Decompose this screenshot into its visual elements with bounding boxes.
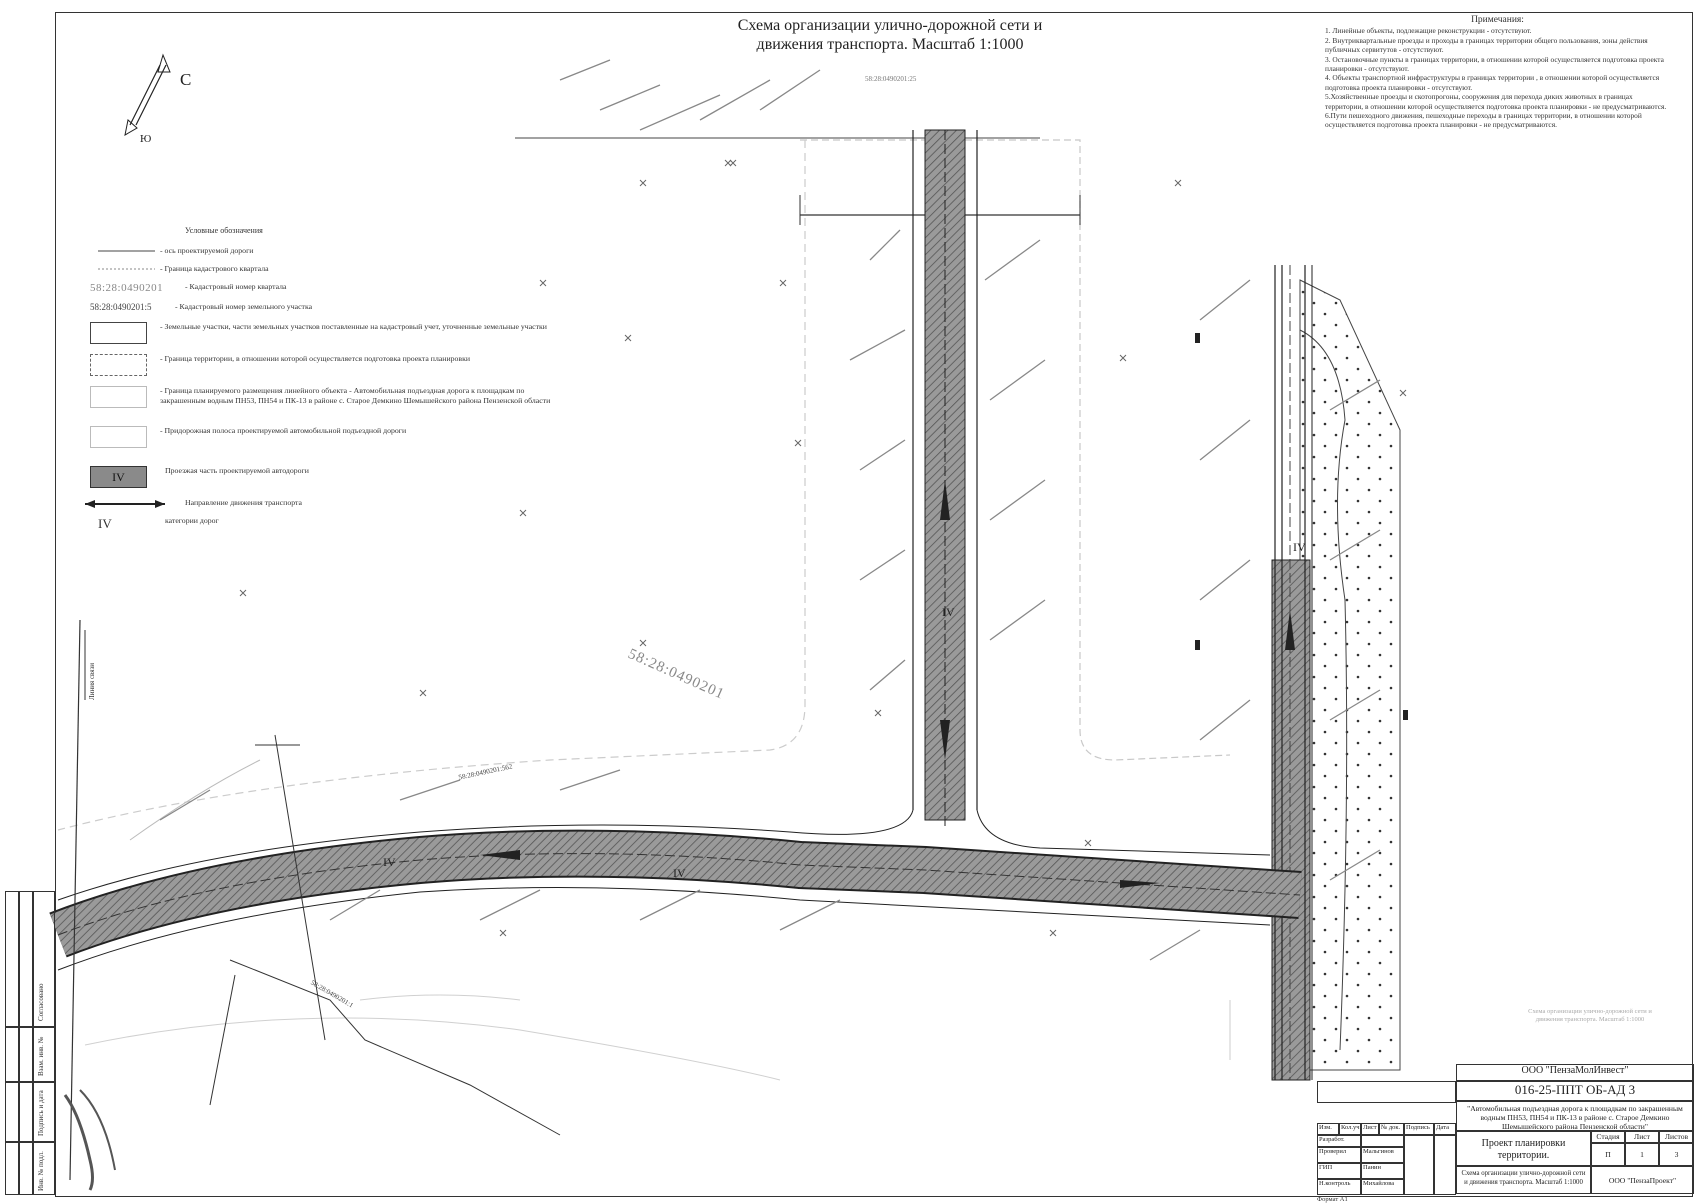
legend-swatch [90, 426, 147, 448]
grid-dates [1434, 1135, 1456, 1195]
drawing-frame [55, 12, 1693, 1197]
side-strip-col [33, 891, 55, 1195]
compass-south-label: Ю [140, 133, 152, 145]
title-block: ООО "ПензаМолИнвест" 016-25-ППТ ОБ-АД 3 … [1317, 1064, 1694, 1194]
legend-swatch [90, 354, 147, 376]
side-strip-col [5, 891, 19, 1195]
legend-label: категории дорог [165, 516, 219, 525]
grid-role-name: Михайлова [1361, 1179, 1404, 1195]
side-strip-label: Инв. № подл. [37, 1151, 45, 1191]
title-org: ООО "ПензаПроект" [1591, 1166, 1694, 1194]
side-strip-label: Согласовано [37, 983, 45, 1021]
side-strip-label: Подпись и дата [37, 1090, 45, 1136]
note-item: 1. Линейные объекты, подлежащие реконстр… [1325, 26, 1532, 36]
legend-label: - ось проектируемой дороги [160, 246, 254, 255]
grid-col-header: Кол.уч. [1339, 1123, 1361, 1135]
grid-col-header: Изм. [1317, 1123, 1339, 1135]
side-strip-divider [5, 1141, 55, 1143]
title-project-desc: "Автомобильная подъездная дорога к площа… [1456, 1101, 1694, 1131]
title-code: 016-25-ППТ ОБ-АД 3 [1456, 1081, 1694, 1101]
note-item: 2. Внутриквартальные проезды и проходы в… [1325, 35, 1648, 55]
grid-col-header: Дата [1434, 1123, 1456, 1135]
title-sheets-value: 3 [1659, 1143, 1694, 1166]
legend-symbol-parcel: 58:28:0490201:5 [90, 302, 152, 312]
title-company: ООО "ПензаМолИнвест" [1456, 1064, 1694, 1081]
title-stage-header: Стадия [1591, 1131, 1625, 1143]
legend-label: - Земельные участки, части земельных уча… [160, 322, 547, 331]
legend-header: Условные обозначения [185, 226, 263, 235]
title-sheet-title: Проект планировки территории. [1456, 1131, 1591, 1166]
link-line-label: Линия связи [88, 662, 96, 700]
legend-label: - Придорожная полоса проектируемой автом… [160, 426, 407, 435]
side-strip-divider [5, 1026, 55, 1028]
title-sheet-title-2: территории. [1497, 1150, 1550, 1161]
legend-swatch-road: IV [90, 466, 147, 488]
road-category-label: IV [383, 855, 396, 869]
legend-symbol-category: IV [98, 516, 112, 531]
title-block-grid: Изм. Кол.уч. Лист № док. Подпись Дата Ра… [1317, 1081, 1456, 1195]
legend-label: Проезжая часть проектируемой автодороги [165, 466, 309, 475]
grid-cell-empty [1317, 1081, 1456, 1103]
legend-label: - Граница кадастрового квартала [160, 264, 269, 273]
title-sheets-header: Листов [1659, 1131, 1694, 1143]
grid-signatures [1404, 1135, 1434, 1195]
road-category-label: IV [1293, 540, 1306, 554]
side-strip-label: Взам. инв. № [37, 1036, 45, 1076]
notes-block: Примечания: 1. Линейные объекты, подлежа… [1325, 15, 1670, 130]
legend-swatch [90, 322, 147, 344]
grid-role: ГИП [1317, 1163, 1361, 1179]
title-sheet-value: 1 [1625, 1143, 1659, 1166]
legend-label: - Кадастровый номер земельного участка [175, 302, 313, 311]
grid-col-header: Подпись [1404, 1123, 1434, 1135]
drawing-title-line2: движения транспорта. Масштаб 1:1000 [756, 36, 1024, 53]
legend-label: - Граница планируемого размещения линейн… [160, 386, 551, 405]
title-scheme-desc: Схема организации улично-дорожной сети и… [1456, 1166, 1591, 1194]
planning-boundary [800, 139, 1231, 761]
title-sheet-header: Лист [1625, 1131, 1659, 1143]
grid-role: Н.контроль [1317, 1179, 1361, 1195]
legend-label: - Кадастровый номер квартала [185, 282, 287, 291]
note-item: 3. Остановочные пункты в границах террит… [1325, 54, 1664, 74]
grid-col-header: № док. [1379, 1123, 1404, 1135]
compass-north-label: С [180, 70, 192, 89]
grid-role-name [1361, 1135, 1404, 1147]
north-parcel-label: 58:28:0490201:25 [865, 75, 917, 83]
note-item: 5.Хозяйственные проезды и скотопрогоны, … [1325, 92, 1667, 111]
grid-role: Разработ. [1317, 1135, 1361, 1147]
side-strip-divider [5, 1081, 55, 1083]
title-stage-value: П [1591, 1143, 1625, 1166]
drawing-title: Схема организации улично-дорожной сети и… [700, 16, 1080, 54]
note-item: 4. Объекты транспортной инфраструктуры в… [1325, 73, 1660, 92]
note-item: 6.Пути пешеходного движения, пешеходные … [1325, 111, 1642, 130]
grid-role: Проверил [1317, 1147, 1361, 1163]
drawing-title-line1: Схема организации улично-дорожной сети и [737, 17, 1043, 34]
grid-role-name: Мальгинов [1361, 1147, 1404, 1163]
faint-signature-note: Схема организации улично-дорожной сети и… [1528, 1008, 1652, 1023]
legend-symbol-quarter: 58:28:0490201 [90, 282, 164, 294]
road-category-label: IV [942, 605, 955, 619]
grid-col-header: Лист [1361, 1123, 1379, 1135]
grid-role-name: Панин [1361, 1163, 1404, 1179]
legend-swatch [90, 386, 147, 408]
legend-label: Направление движения транспорта [185, 498, 302, 507]
side-strip: Согласовано Взам. инв. № Подпись и дата … [5, 891, 55, 1195]
title-sheet-title-1: Проект планировки [1481, 1138, 1566, 1149]
notes-header: Примечания: [1471, 15, 1524, 25]
legend-label: - Граница территории, в отношении которо… [160, 354, 471, 363]
road-category-label: IV [673, 866, 686, 880]
side-strip-col [19, 891, 33, 1195]
compass-arrow [129, 64, 161, 126]
